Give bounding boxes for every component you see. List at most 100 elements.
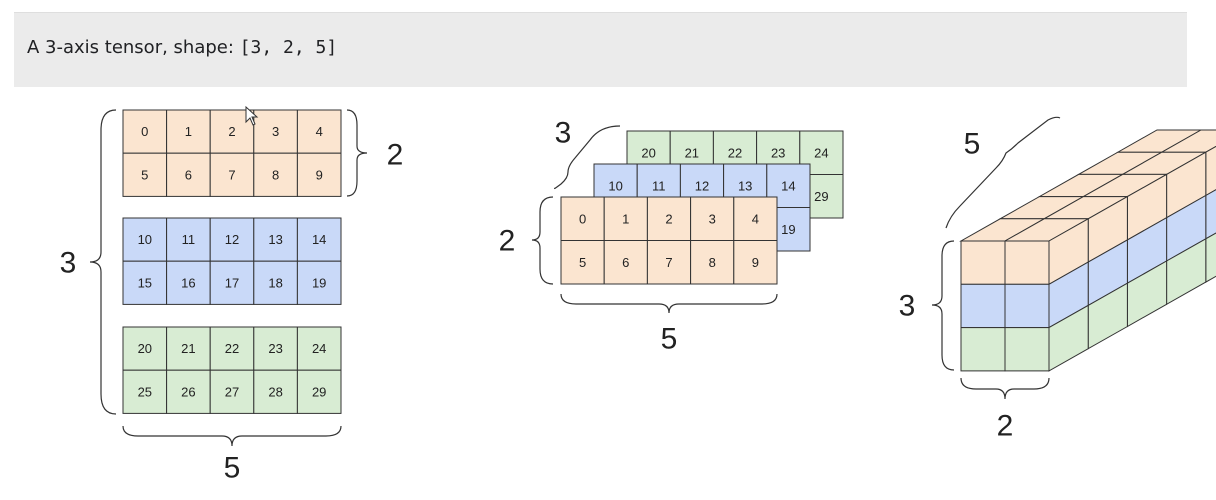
stacked-cell (122, 152, 168, 197)
stacked-cell-value: 28 (268, 384, 282, 399)
overlap-cols-label: 5 (661, 323, 678, 356)
overlap-cell-value: 2 (665, 211, 672, 226)
overlap-rows-label: 2 (499, 225, 516, 258)
stacked-layers-label: 3 (60, 247, 77, 280)
overlap-cell (733, 196, 778, 241)
overlap-cell-value: 11 (652, 178, 666, 193)
stacked-cell (166, 217, 211, 262)
stacked-cell-value: 7 (228, 167, 235, 182)
stacked-layers-brace (89, 109, 117, 415)
stacked-cell (166, 369, 211, 414)
overlap-cols-brace (560, 293, 778, 314)
stacked-cell-value: 20 (138, 341, 152, 356)
stacked-cell-value: 14 (312, 232, 326, 247)
stacked-cell (253, 217, 298, 262)
stacked-cell (296, 217, 342, 262)
overlap-cell-value: 8 (709, 255, 716, 270)
stacked-cell-value: 2 (228, 124, 235, 139)
stacked-cell-value: 10 (138, 232, 152, 247)
stacked-cols-brace (122, 425, 342, 447)
stacked-cell-value: 24 (312, 341, 326, 356)
stacked-cell-value: 18 (268, 275, 282, 290)
stacked-cell-value: 5 (141, 167, 148, 182)
stacked-cell-value: 12 (225, 232, 239, 247)
cube-front-face-cell (960, 283, 1006, 329)
overlap-cell-value: 19 (781, 222, 795, 237)
overlap-cell-value: 0 (579, 211, 586, 226)
overlap-cell (733, 240, 778, 285)
stacked-cell-value: 21 (181, 341, 195, 356)
stacked-cell (209, 369, 255, 414)
stacked-cell-value: 6 (185, 167, 192, 182)
overlap-cell-value: 21 (685, 145, 699, 160)
caption-text: A 3-axis tensor, shape: [3, 2, 5] (27, 37, 337, 58)
overlap-layers-brace (554, 125, 621, 190)
cube-front-face-cell (1004, 240, 1050, 285)
overlap-cell-value: 13 (738, 178, 752, 193)
stacked-cell-value: 27 (225, 384, 239, 399)
overlap-cell-value: 23 (771, 145, 785, 160)
cube-view (959, 129, 1216, 372)
overlap-cell-value: 4 (752, 211, 759, 226)
cube-front-face-cell (960, 240, 1006, 285)
overlap-cell-value: 22 (728, 145, 742, 160)
stacked-cell (122, 326, 168, 371)
stacked-cell (296, 260, 342, 305)
caption-bar: A 3-axis tensor, shape: [3, 2, 5] (14, 12, 1187, 87)
cube-front-face-cell (1004, 327, 1050, 372)
overlap-layers-label: 3 (555, 117, 572, 150)
overlap-cell-value: 5 (579, 255, 586, 270)
stacked-cell (296, 152, 342, 197)
cube-width-label: 2 (997, 410, 1014, 443)
stacked-cell-value: 17 (225, 275, 239, 290)
overlap-cell-value: 29 (814, 189, 828, 204)
stacked-cell-value: 13 (268, 232, 282, 247)
stacked-cell (253, 152, 298, 197)
stacked-cell (253, 260, 298, 305)
cube-height-label: 3 (899, 290, 916, 323)
stacked-cell-value: 0 (141, 124, 148, 139)
overlap-cell-value: 7 (665, 255, 672, 270)
cube-front-face-cell (960, 327, 1006, 372)
overlap-cell (646, 196, 692, 241)
stacked-cell-value: 23 (268, 341, 282, 356)
stacked-cell-value: 1 (185, 124, 192, 139)
cube-width-brace (960, 377, 1050, 400)
stacked-cell (166, 260, 211, 305)
stacked-cell (122, 217, 168, 262)
cube-height-brace (931, 240, 955, 371)
stacked-cell (296, 369, 342, 414)
cube-depth-label: 5 (964, 128, 981, 161)
overlap-cell-value: 1 (622, 211, 629, 226)
stacked-cols-label: 5 (224, 452, 241, 485)
stacked-cell (253, 369, 298, 414)
overlap-cell-value: 14 (781, 178, 795, 193)
stacked-cell-value: 29 (312, 384, 326, 399)
stacked-cell-value: 26 (181, 384, 195, 399)
stacked-cell (209, 152, 255, 197)
stacked-cell-value: 11 (182, 232, 196, 247)
stacked-cell-value: 25 (138, 384, 152, 399)
overlap-cell-value: 12 (695, 178, 709, 193)
caption-shape: [3, 2, 5] (239, 37, 338, 58)
overlap-cell-value: 3 (709, 211, 716, 226)
overlap-cell-value: 20 (641, 145, 655, 160)
stacked-cell-value: 22 (225, 341, 239, 356)
stacked-cell (253, 109, 298, 154)
stacked-cell-value: 8 (272, 167, 279, 182)
mouse-cursor-icon (245, 105, 259, 126)
stacked-cell (209, 217, 255, 262)
overlap-cell (560, 240, 605, 285)
stacked-cell-value: 16 (181, 275, 195, 290)
overlap-layers-view: 2021222324252627282910111213141516171819… (560, 130, 844, 285)
overlap-cell (603, 240, 648, 285)
stacked-cell (209, 326, 255, 371)
cube-front-face-cell (1004, 283, 1050, 329)
stacked-cell-value: 19 (312, 275, 326, 290)
overlap-cell-value: 9 (752, 255, 759, 270)
stacked-cell (209, 260, 255, 305)
